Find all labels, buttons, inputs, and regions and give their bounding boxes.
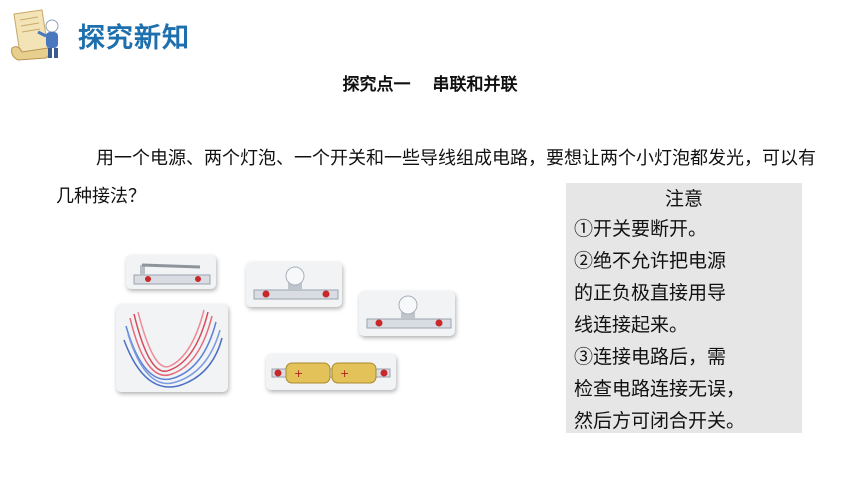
scroll-figure-icon: [8, 4, 68, 62]
page-title: 探究新知: [78, 23, 190, 54]
note-line: ①开关要断开。: [574, 218, 708, 240]
question-text: 用一个电源、两个灯泡、一个开关和一些导线组成电路，要想让两个小灯泡都发光，可以有…: [56, 148, 816, 207]
section-number: 探究点一: [342, 75, 411, 95]
wires-image: [116, 304, 228, 392]
note-title: 注意: [664, 188, 703, 210]
note-line: ②绝不允许把电源: [574, 250, 727, 272]
bulb-image-1: [246, 262, 342, 307]
note-line: ③连接电路后，需: [574, 346, 727, 368]
battery-image: + +: [266, 354, 396, 390]
battery-plus-label-2: +: [340, 367, 349, 380]
battery-plus-label-1: +: [294, 367, 303, 380]
note-line: 线连接起来。: [574, 314, 689, 336]
section-heading: 探究点一 串联和并联: [0, 70, 860, 95]
note-line: 的正负极直接用导: [574, 282, 727, 304]
note-line: 然后方可闭合开关。: [574, 410, 746, 432]
bulb-image-2: [359, 291, 455, 336]
note-line: 检查电路连接无误，: [574, 378, 746, 400]
switch-image: [126, 255, 216, 289]
section-topic: 串联和并联: [432, 75, 518, 95]
note-box: 注意 ①开关要断开。 ②绝不允许把电源 的正负极直接用导 线连接起来。 ③连接电…: [566, 183, 802, 433]
